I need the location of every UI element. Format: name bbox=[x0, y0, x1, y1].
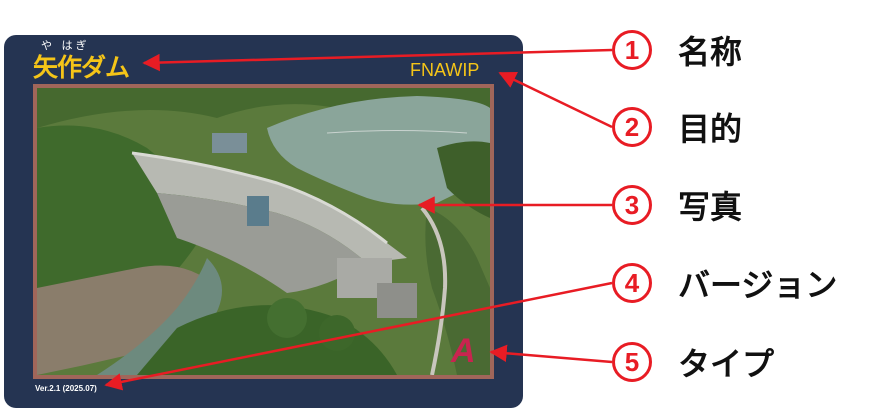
arrow-version bbox=[104, 281, 613, 391]
version-label: Ver.2.1 (2025.07) bbox=[35, 384, 97, 393]
legend-item-version: 4 バージョン bbox=[612, 260, 837, 306]
dam-photo bbox=[37, 88, 490, 375]
number-badge: 4 bbox=[612, 263, 652, 303]
legend-item-photo: 3 写真 bbox=[612, 182, 742, 228]
number-badge: 5 bbox=[612, 342, 652, 382]
legend-item-name: 1 名称 bbox=[612, 27, 742, 73]
dam-name: 矢作ダム bbox=[33, 53, 130, 82]
purpose-code: FNAWIP bbox=[410, 60, 480, 80]
number-badge: 1 bbox=[612, 30, 652, 70]
arrow-purpose bbox=[498, 71, 613, 129]
legend-item-purpose: 2 目的 bbox=[612, 104, 742, 150]
legend-label: 写真 bbox=[678, 188, 743, 226]
legend-item-type: 5 タイプ bbox=[612, 339, 774, 385]
arrow-name bbox=[142, 48, 613, 72]
legend-label: 目的 bbox=[678, 110, 743, 148]
legend-label: バージョン bbox=[678, 266, 838, 304]
dam-name-furigana: や はぎ bbox=[41, 39, 90, 52]
number-badge: 3 bbox=[612, 185, 652, 225]
number-badge: 2 bbox=[612, 107, 652, 147]
type-letter: A bbox=[451, 332, 476, 370]
legend-label: タイプ bbox=[678, 345, 775, 383]
legend-label: 名称 bbox=[678, 33, 743, 71]
arrow-type bbox=[489, 344, 613, 364]
